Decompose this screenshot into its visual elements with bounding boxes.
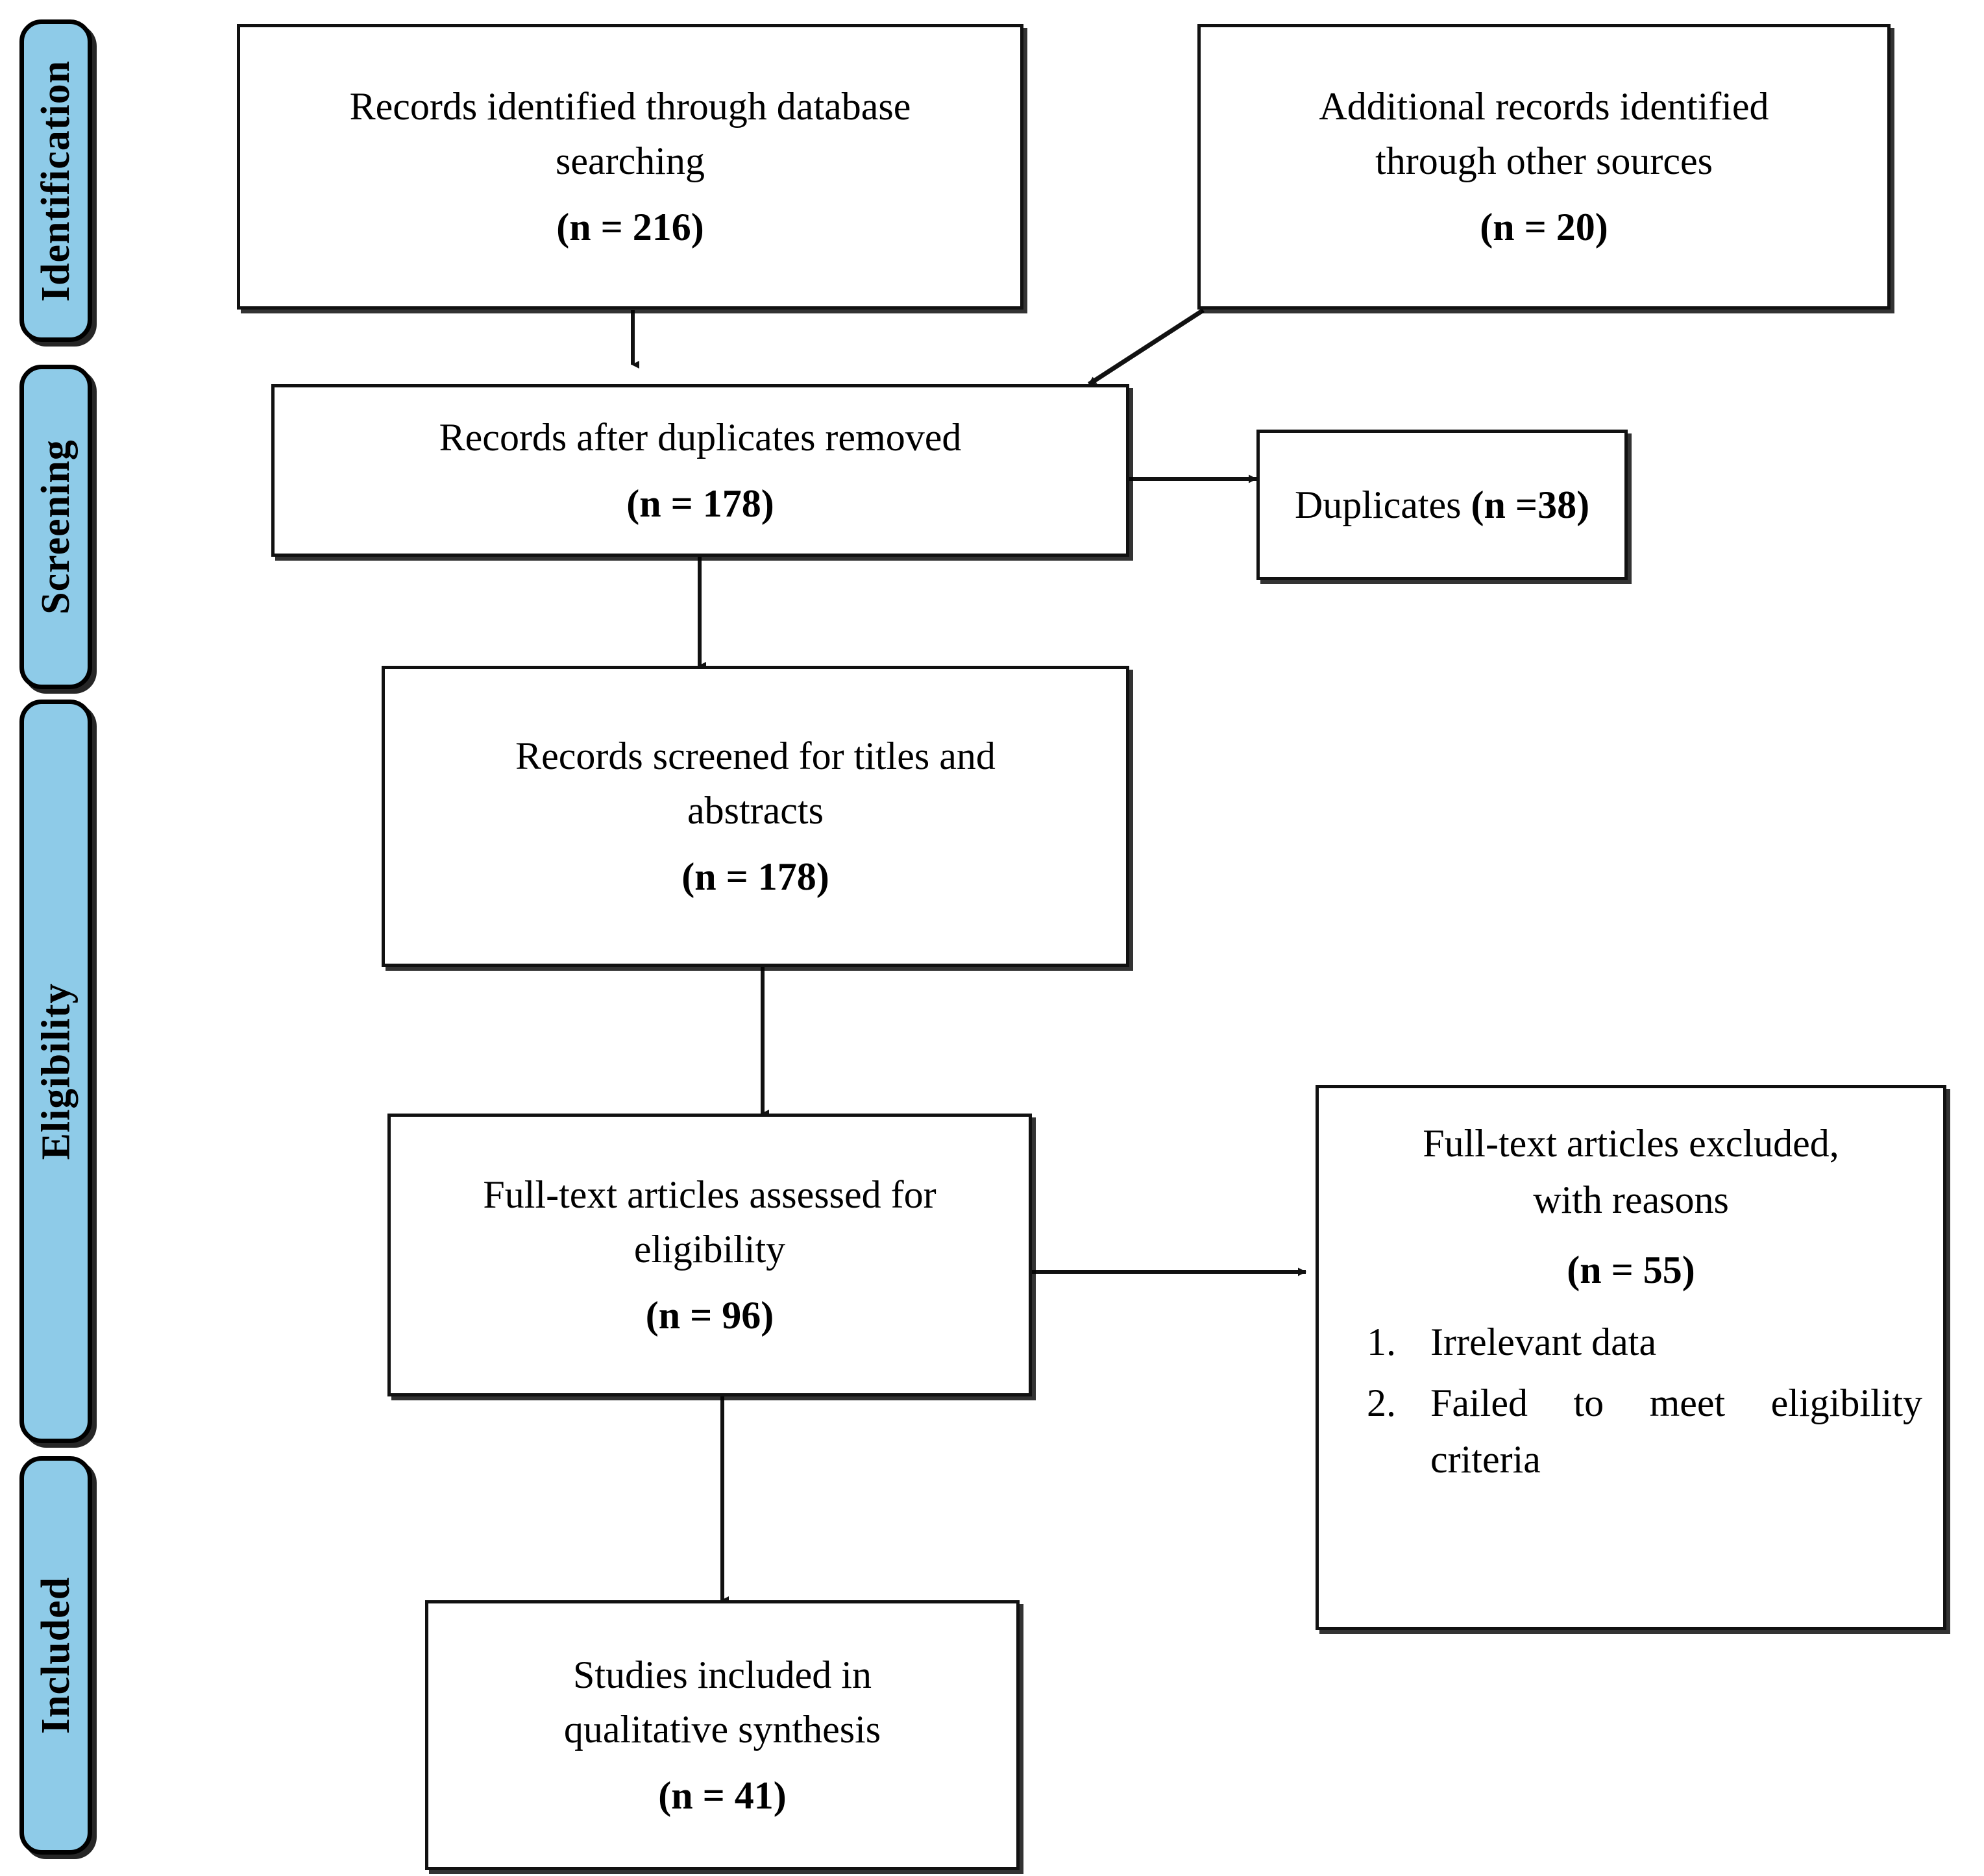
node-records-screened-line1: Records screened for titles and (515, 735, 996, 777)
node-records-database-search: Records identified through database sear… (237, 24, 1023, 310)
node-duplicates: Duplicates (n =38) (1256, 430, 1628, 580)
stage-label-screening: Screening (19, 365, 92, 689)
node-fulltext-excluded: Full-text articles excluded, with reason… (1316, 1085, 1946, 1630)
node-fulltext-assessed: Full-text articles assessed for eligibil… (387, 1114, 1032, 1396)
stage-label-identification-text: Identification (34, 60, 79, 302)
node-fulltext-assessed-count: (n = 96) (645, 1294, 774, 1337)
exclusion-reason-item: Irrelevant data (1406, 1314, 1922, 1371)
node-fulltext-excluded-count: (n = 55) (1567, 1249, 1695, 1291)
node-records-database-search-line2: searching (556, 140, 705, 182)
node-records-screened: Records screened for titles and abstract… (382, 666, 1129, 967)
stage-label-eligibility-text: Eligibility (34, 982, 78, 1160)
exclusion-reason-list: Irrelevant data Failed to meet eligibili… (1330, 1314, 1931, 1492)
node-studies-included-line1: Studies included in (573, 1653, 872, 1696)
node-records-other-sources-line1: Additional records identified (1319, 85, 1769, 128)
stage-label-eligibility: Eligibility (19, 700, 92, 1443)
node-fulltext-assessed-line2: eligibility (633, 1228, 786, 1271)
stage-label-identification: Identification (19, 19, 92, 342)
node-duplicates-label: Duplicates (n =38) (1294, 483, 1590, 526)
node-records-database-search-line1: Records identified through database (349, 85, 911, 128)
stage-label-included: Included (19, 1456, 92, 1855)
node-records-screened-count: (n = 178) (681, 855, 829, 898)
node-records-after-duplicates-line1: Records after duplicates removed (439, 416, 962, 459)
node-studies-included-count: (n = 41) (658, 1774, 787, 1817)
node-records-other-sources-line2: through other sources (1375, 140, 1713, 182)
node-records-other-sources-count: (n = 20) (1480, 206, 1608, 249)
node-records-after-duplicates: Records after duplicates removed (n = 17… (271, 384, 1129, 557)
node-fulltext-excluded-line2: with reasons (1533, 1178, 1729, 1221)
node-records-database-search-count: (n = 216) (556, 206, 704, 249)
stage-label-included-text: Included (34, 1576, 79, 1735)
arrow-other-to-dedup (1088, 308, 1205, 386)
node-fulltext-excluded-line1: Full-text articles excluded, (1423, 1122, 1839, 1165)
node-studies-included-line2: qualitative synthesis (563, 1708, 881, 1751)
node-records-screened-line2: abstracts (687, 789, 824, 832)
node-records-after-duplicates-count: (n = 178) (626, 482, 774, 525)
exclusion-reason-item: Failed to meet eligibility criteria (1406, 1375, 1922, 1489)
node-fulltext-assessed-line1: Full-text articles assessed for (483, 1173, 937, 1216)
node-records-other-sources: Additional records identified through ot… (1197, 24, 1891, 310)
node-studies-included: Studies included in qualitative synthesi… (425, 1600, 1020, 1870)
stage-label-screening-text: Screening (34, 439, 78, 615)
